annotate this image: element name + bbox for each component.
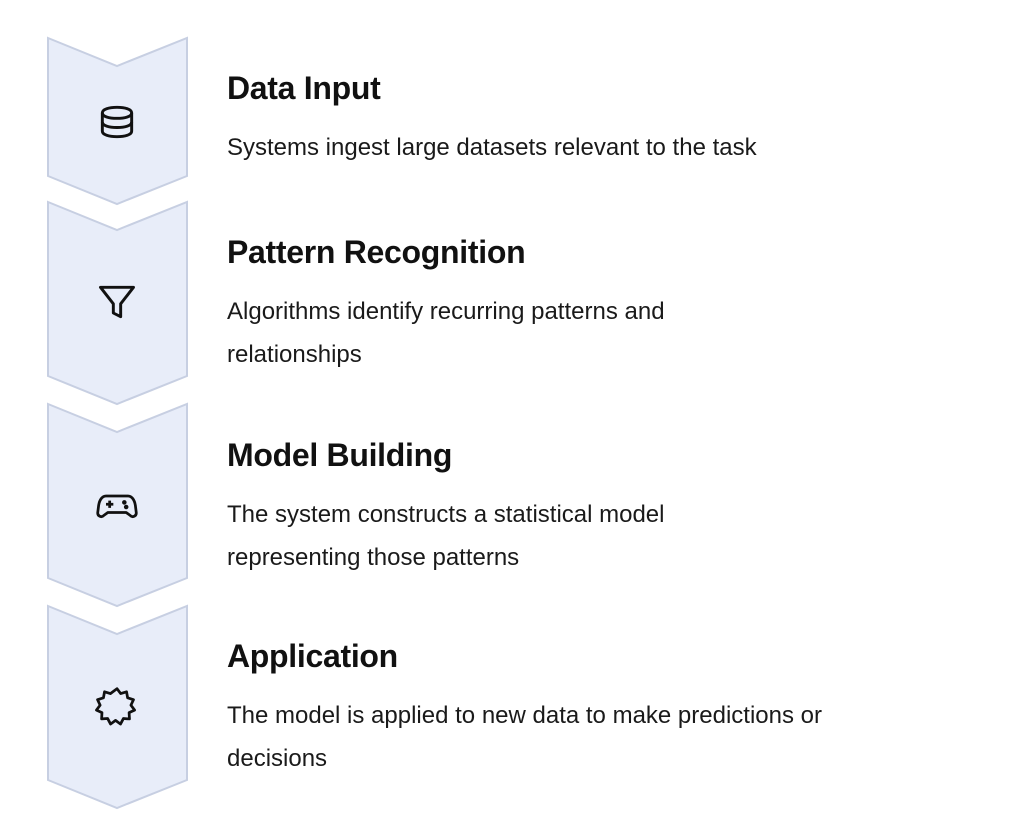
step-title: Data Input <box>227 70 381 106</box>
step-model-building: Model Building The system constructs a s… <box>227 435 947 579</box>
chevron-step-2 <box>47 200 188 406</box>
step-description: Algorithms identify recurring patterns a… <box>227 298 665 368</box>
step-pattern-recognition: Pattern Recognition Algorithms identify … <box>227 232 947 376</box>
badge-burst-icon <box>95 687 136 726</box>
step-description: Systems ingest large datasets relevant t… <box>227 134 757 161</box>
step-application: Application The model is applied to new … <box>227 636 947 780</box>
chevron-step-1 <box>47 36 188 206</box>
step-description: The model is applied to new data to make… <box>227 702 822 772</box>
step-title: Model Building <box>227 437 453 473</box>
chevron-step-4 <box>47 604 188 810</box>
chevron-step-3 <box>47 402 188 608</box>
step-title: Application <box>227 638 398 674</box>
gamepad-icon <box>96 494 138 518</box>
filter-icon <box>99 285 135 319</box>
step-data-input: Data Input Systems ingest large datasets… <box>227 68 947 169</box>
step-description: The system constructs a statistical mode… <box>227 501 665 571</box>
database-icon <box>100 105 134 139</box>
step-title: Pattern Recognition <box>227 234 526 270</box>
